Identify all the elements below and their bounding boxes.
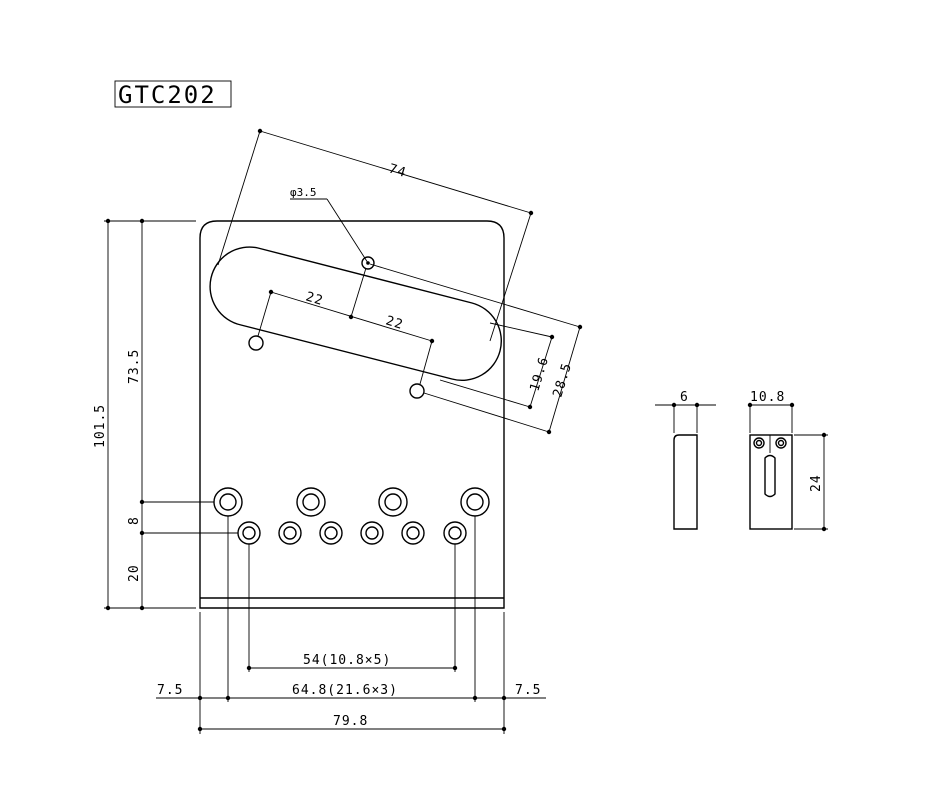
dim-8: 8 (127, 502, 238, 536)
dim-right-7-5-label: 7.5 (515, 683, 541, 698)
bridge-plate (199, 220, 505, 609)
dim-101-5-label: 101.5 (93, 404, 108, 448)
dim-74-label: 74 (387, 161, 408, 181)
title-frame (114, 80, 232, 108)
saddle-holes-row1 (213, 487, 490, 517)
dim-6-label: 6 (680, 390, 689, 405)
dim-20-label: 20 (127, 564, 142, 582)
dim-74: 74 (217, 128, 534, 342)
mount-hole-right (409, 383, 425, 399)
dim-73-5-label: 73.5 (127, 349, 142, 384)
dim-8-label: 8 (127, 516, 142, 525)
end-view-outline (749, 434, 793, 530)
dim-64-8: 64.8(21.6×3) 7.5 7.5 (156, 516, 546, 702)
string-holes-row2 (237, 521, 467, 545)
dim-28-5-label: 28.5 (550, 361, 575, 399)
dim-101-5: 101.5 (93, 218, 196, 611)
dim-left-7-5-label: 7.5 (157, 683, 183, 698)
dim-20: 20 (127, 533, 145, 611)
dim-hole-dia: φ3.5 (290, 186, 369, 264)
dim-28-5: 28.5 (423, 324, 583, 435)
dim-54: 54(10.8×5) (246, 544, 458, 672)
dim-54-label: 54(10.8×5) (303, 653, 391, 668)
dim-24-label: 24 (809, 474, 824, 492)
side-view: 6 (655, 390, 716, 530)
end-view: 10.8 24 (747, 390, 828, 532)
small-hole-top (361, 256, 375, 270)
dim-22b-label: 22 (384, 313, 405, 333)
dim-22-22: 22 22 (257, 267, 435, 385)
dim-64-8-label: 64.8(21.6×3) (292, 683, 398, 698)
pickup-slot (209, 246, 502, 381)
side-view-outline (673, 434, 698, 530)
dim-22a-label: 22 (304, 289, 325, 309)
plate-outline (199, 220, 505, 609)
dim-79-8: 79.8 (197, 612, 507, 734)
hole-dia-label: φ3.5 (290, 186, 317, 199)
dim-79-8-label: 79.8 (333, 714, 368, 729)
dim-10-8-label: 10.8 (750, 390, 785, 405)
dim-19-6-label: 19.6 (527, 355, 552, 393)
dim-73-5: 73.5 (127, 218, 214, 505)
mount-hole-left (248, 335, 264, 351)
title-block: GTC202 (114, 80, 232, 109)
dim-19-6: 19.6 (369, 263, 581, 410)
title-text: GTC202 (118, 81, 217, 109)
